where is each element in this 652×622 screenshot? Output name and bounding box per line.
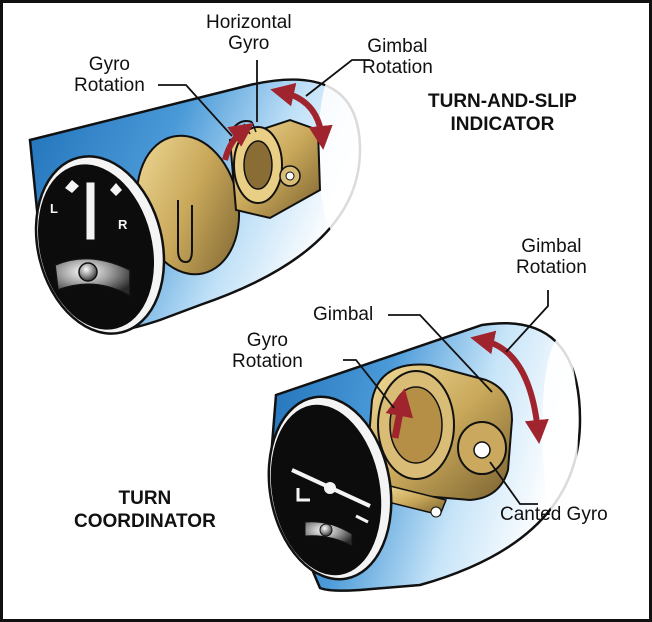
upper-right-index [110,183,122,196]
dial-mark-right: R [118,217,128,232]
turn-coordinator-instrument [267,322,582,592]
lower-inclinometer-ball [319,523,333,537]
title-turn-coordinator: TURN COORDINATOR [74,488,216,532]
upper-inclinometer-ball [78,262,98,282]
lower-gyro-rotation-arrow [385,388,414,439]
label-upper-gimbal-rotation: Gimbal Rotation [362,36,433,78]
lower-airplane-hub [324,482,336,494]
upper-left-index [65,180,79,193]
dial-mark-left: L [50,201,58,216]
label-gimbal: Gimbal [313,304,374,325]
label-upper-gyro-rotation: Gyro Rotation [74,54,145,96]
label-canted-gyro: Canted Gyro [500,504,608,525]
title-turn-and-slip: TURN-AND-SLIP INDICATOR [428,91,577,135]
label-horizontal-gyro: Horizontal Gyro [206,12,292,54]
label-lower-gimbal-rotation: Gimbal Rotation [516,236,587,278]
lower-gimbal-rotation-arrow [470,330,549,444]
upper-gimbal-rotation-arrow [270,82,333,150]
label-lower-gyro-rotation: Gyro Rotation [232,330,303,372]
lower-leader-lines [343,290,549,505]
turn-and-slip-instrument [28,62,362,335]
lower-left-index [296,488,310,502]
upper-leader-lines [158,59,370,137]
upper-gyro-rotation-arrow [222,123,254,161]
lower-right-index [355,514,369,524]
upper-turn-needle [85,181,96,241]
